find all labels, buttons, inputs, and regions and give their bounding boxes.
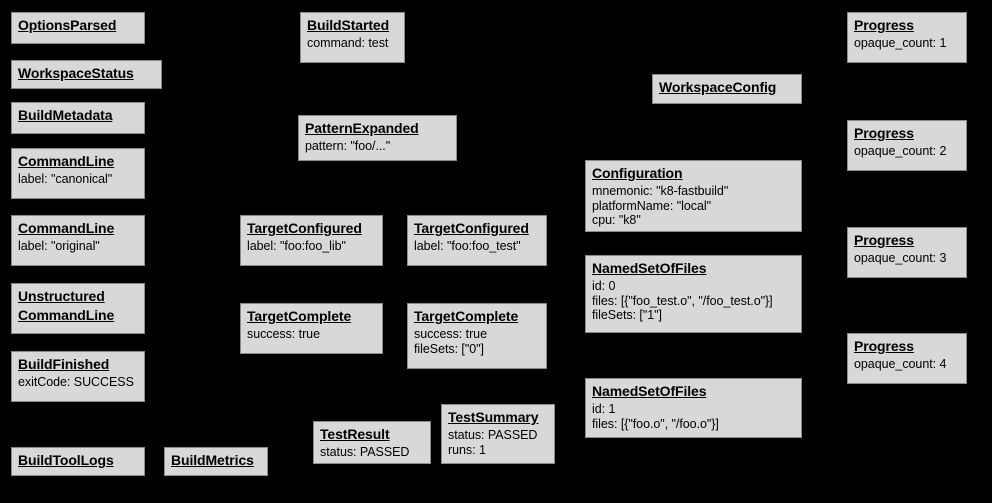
node-title: Progress (854, 125, 914, 141)
node-title: BuildStarted (307, 17, 390, 33)
node-progress-2[interactable]: Progress opaque_count: 2 (847, 120, 967, 171)
node-field: platformName: "local" (592, 198, 711, 213)
node-fields: opaque_count: 2 (854, 144, 960, 159)
node-title: UnstructuredCommandLine (18, 288, 138, 326)
node-field: opaque_count: 4 (854, 356, 947, 371)
node-title: OptionsParsed (18, 17, 117, 33)
node-field: label: "original" (18, 238, 100, 253)
node-target-configured-foo-test[interactable]: TargetConfigured label: "foo:foo_test" (407, 215, 547, 266)
node-title: BuildMetadata (18, 107, 113, 123)
node-field: mnemonic: "k8-fastbuild" (592, 183, 729, 198)
node-workspace-config[interactable]: WorkspaceConfig (652, 74, 802, 104)
node-field: files: [{"foo.o", "/foo.o"}] (592, 416, 719, 431)
node-build-metrics[interactable]: BuildMetrics (164, 447, 268, 476)
node-test-result[interactable]: TestResult status: PASSED (313, 421, 431, 464)
node-progress-4[interactable]: Progress opaque_count: 4 (847, 333, 967, 384)
node-fields: opaque_count: 3 (854, 251, 960, 266)
node-field: runs: 1 (448, 442, 486, 457)
node-title: WorkspaceStatus (18, 65, 134, 81)
node-fields: label: "canonical" (18, 172, 138, 187)
node-build-finished[interactable]: BuildFinished exitCode: SUCCESS (11, 351, 145, 402)
node-title: Progress (854, 17, 914, 33)
node-field: fileSets: ["1"] (592, 308, 662, 323)
node-target-complete-lib[interactable]: TargetComplete success: true (240, 303, 383, 354)
node-title: NamedSetOfFiles (592, 260, 707, 276)
node-title: Configuration (592, 165, 683, 181)
node-fields: command: test (307, 36, 398, 51)
node-title: TargetConfigured (247, 220, 362, 236)
node-field: opaque_count: 2 (854, 143, 947, 158)
node-field: label: "foo:foo_test" (414, 238, 521, 253)
node-title: TargetConfigured (414, 220, 529, 236)
node-field: label: "canonical" (18, 171, 113, 186)
node-progress-3[interactable]: Progress opaque_count: 3 (847, 227, 967, 278)
node-title: Progress (854, 338, 914, 354)
node-field: command: test (307, 35, 389, 50)
node-title: CommandLine (18, 153, 115, 169)
node-field: fileSets: ["0"] (414, 341, 484, 356)
node-title: TargetComplete (414, 308, 519, 324)
node-title: BuildMetrics (171, 452, 254, 468)
node-field: id: 0 (592, 278, 616, 293)
node-command-line-original[interactable]: CommandLine label: "original" (11, 215, 145, 266)
node-title: BuildFinished (18, 356, 110, 372)
node-title: PatternExpanded (305, 120, 419, 136)
node-field: opaque_count: 3 (854, 250, 947, 265)
node-title: NamedSetOfFiles (592, 383, 707, 399)
node-field: status: PASSED (448, 427, 538, 442)
node-field: label: "foo:foo_lib" (247, 238, 346, 253)
node-field: status: PASSED (320, 444, 410, 459)
node-fields: opaque_count: 1 (854, 36, 960, 51)
node-progress-1[interactable]: Progress opaque_count: 1 (847, 12, 967, 63)
node-field: files: [{"foo_test.o", "/foo_test.o"}] (592, 293, 773, 308)
node-fields: opaque_count: 4 (854, 357, 960, 372)
node-workspace-status[interactable]: WorkspaceStatus (11, 60, 162, 89)
node-title: TargetComplete (247, 308, 352, 324)
node-unstructured-command-line[interactable]: UnstructuredCommandLine (11, 283, 145, 334)
node-title: CommandLine (18, 220, 115, 236)
node-field: cpu: "k8" (592, 213, 641, 228)
node-options-parsed[interactable]: OptionsParsed (11, 12, 145, 44)
node-fields: label: "foo:foo_test" (414, 239, 540, 254)
node-command-line-canonical[interactable]: CommandLine label: "canonical" (11, 148, 145, 199)
node-target-configured-foo-lib[interactable]: TargetConfigured label: "foo:foo_lib" (240, 215, 383, 266)
node-fields: pattern: "foo/..." (305, 139, 450, 154)
node-field: success: true (247, 326, 320, 341)
node-field: pattern: "foo/..." (305, 138, 391, 153)
node-title: Progress (854, 232, 914, 248)
node-title-line: Unstructured (18, 288, 105, 304)
node-title-line: CommandLine (18, 306, 115, 323)
node-title: WorkspaceConfig (659, 79, 777, 95)
node-title: BuildToolLogs (18, 452, 114, 468)
node-title: TestResult (320, 426, 390, 442)
node-field: success: true (414, 326, 487, 341)
node-fields: status: PASSED (320, 445, 424, 460)
node-field: opaque_count: 1 (854, 35, 947, 50)
node-field: exitCode: SUCCESS (18, 374, 134, 389)
node-pattern-expanded[interactable]: PatternExpanded pattern: "foo/..." (298, 115, 457, 161)
node-build-tool-logs[interactable]: BuildToolLogs (11, 447, 145, 476)
node-fields: label: "original" (18, 239, 138, 254)
node-build-started[interactable]: BuildStarted command: test (300, 12, 405, 63)
node-fields: exitCode: SUCCESS (18, 375, 138, 390)
node-build-metadata[interactable]: BuildMetadata (11, 102, 145, 134)
node-field: id: 1 (592, 401, 616, 416)
node-title: TestSummary (448, 409, 539, 425)
node-fields: label: "foo:foo_lib" (247, 239, 376, 254)
node-configuration[interactable]: Configuration mnemonic: "k8-fastbuild"pla… (585, 160, 802, 232)
node-fields: success: true (247, 327, 376, 342)
node-fields: mnemonic: "k8-fastbuild"platformName: "l… (592, 184, 795, 228)
